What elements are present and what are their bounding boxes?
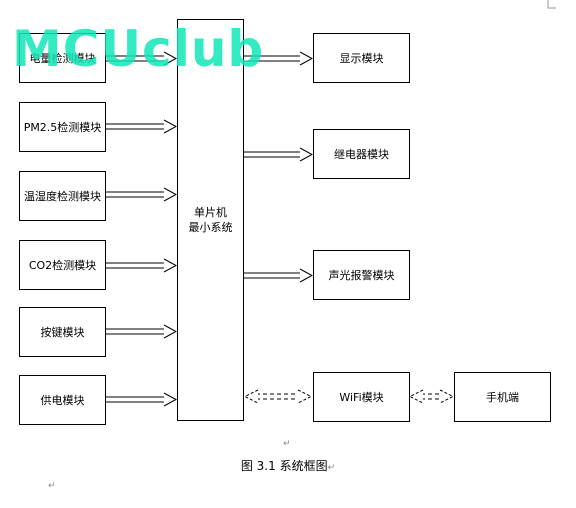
output-box-alarm: 声光报警模块 xyxy=(313,250,410,300)
output-label: 声光报警模块 xyxy=(328,269,395,282)
arrow-input-4 xyxy=(105,258,178,273)
input-box-keys: 按键模块 xyxy=(19,307,106,357)
input-label: CO2检测模块 xyxy=(28,259,97,272)
caption-text: 图 3.1 系统框图 xyxy=(240,459,328,473)
mcu-label-line2: 最小系统 xyxy=(188,221,233,234)
arrow-input-6 xyxy=(105,392,178,407)
arrow-wifi-phone-bidirectional xyxy=(408,389,455,404)
input-label: 温湿度检测模块 xyxy=(24,190,101,203)
input-box-temp-humidity: 温湿度检测模块 xyxy=(19,171,106,221)
output-label: 显示模块 xyxy=(339,52,384,65)
arrow-input-5 xyxy=(105,324,178,339)
input-box-co2: CO2检测模块 xyxy=(19,240,106,290)
input-label: 按键模块 xyxy=(40,326,85,339)
mcu-label-line1: 单片机 xyxy=(194,206,227,219)
paragraph-mark: ↵ xyxy=(327,463,336,473)
output-box-wifi: WiFi模块 xyxy=(313,372,410,422)
mcu-box: 单片机 最小系统 xyxy=(177,19,244,421)
input-label: PM2.5检测模块 xyxy=(23,121,102,134)
output-box-relay: 继电器模块 xyxy=(313,129,410,179)
phone-label: 手机端 xyxy=(486,391,519,404)
figure-caption: 图 3.1 系统框图↵ xyxy=(0,457,576,474)
input-box-pm25: PM2.5检测模块 xyxy=(19,102,106,152)
arrow-output-2 xyxy=(244,147,314,162)
mcuclub-watermark: MCUclub xyxy=(12,20,265,78)
paragraph-mark: ↵ xyxy=(48,481,56,491)
arrow-output-3 xyxy=(244,268,314,283)
output-label: WiFi模块 xyxy=(339,391,384,404)
output-box-display: 显示模块 xyxy=(313,33,410,83)
arrow-output-1 xyxy=(244,51,314,66)
input-label: 电量检测模块 xyxy=(29,52,96,65)
input-box-power-supply: 供电模块 xyxy=(19,375,106,425)
arrow-input-1 xyxy=(105,51,178,66)
output-label: 继电器模块 xyxy=(334,148,389,161)
arrow-input-3 xyxy=(105,187,178,202)
input-box-power-detect: 电量检测模块 xyxy=(19,33,106,83)
corner-mark xyxy=(547,0,556,9)
arrow-input-2 xyxy=(105,119,178,134)
arrow-mcu-wifi-bidirectional xyxy=(243,389,313,404)
input-label: 供电模块 xyxy=(40,394,85,407)
paragraph-mark: ↵ xyxy=(283,439,291,449)
phone-box: 手机端 xyxy=(454,372,551,422)
